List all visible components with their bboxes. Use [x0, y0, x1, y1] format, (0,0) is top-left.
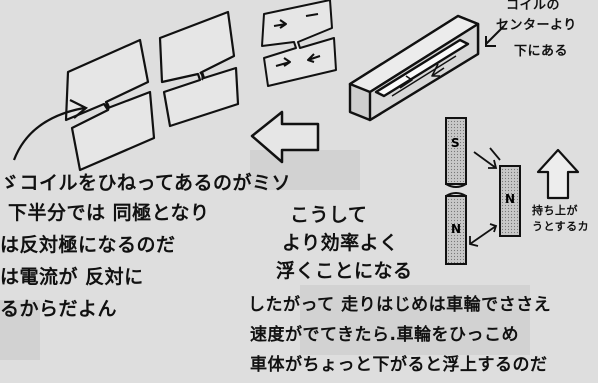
magnet-label-n-right: N [505, 192, 516, 206]
twisted-coil-3-with-current [261, 0, 337, 87]
lift-note-line-1: 持ち上が [532, 204, 578, 217]
bottom-note-line-1: したがって 走りはじめは車輪でささえ [248, 295, 552, 315]
coil-position-note-line1: コイルの [506, 0, 561, 13]
lower-magnet [445, 195, 467, 265]
explanation-line-1: ゞコイルをひねってあるのがミソ [0, 172, 291, 194]
force-arrows [469, 147, 501, 247]
magnet-assembly [445, 117, 521, 265]
right-magnet [499, 165, 521, 237]
explanation-line-4: は電流が 反対に [0, 266, 144, 288]
center-note-line-2: より効率よく [282, 232, 399, 254]
pointer-arrow-icon [485, 25, 505, 47]
curved-pointer-arrow-icon [12, 99, 88, 161]
upper-magnet [445, 117, 467, 185]
explanation-line-5: るからだよん [0, 298, 118, 320]
coil-position-note-line3: 下にある [514, 44, 569, 59]
explanation-line-3: は反対極になるのだ [0, 234, 176, 256]
bottom-note-line-2: 速度がでてきたら.車輪をひっこめ [250, 325, 519, 345]
center-note-line-3: 浮くことになる [276, 260, 413, 282]
center-note-line-1: こうして [290, 204, 368, 226]
magnet-label-s: S [451, 136, 460, 150]
left-arrow-icon [250, 110, 320, 164]
background-bleed [0, 150, 530, 360]
up-arrow-icon [536, 148, 580, 200]
twisted-coil-2 [158, 10, 240, 128]
magnet-label-n-lower: N [451, 222, 462, 236]
coil-position-note-line2: センターより [496, 18, 577, 33]
explanation-line-2: 下半分では 同極となり [8, 202, 210, 224]
lift-note-line-2: うとするカ [532, 220, 590, 233]
bottom-note-line-3: 車体がちょっと下がると浮上するのだ [250, 355, 548, 375]
rectangular-coil [348, 14, 480, 122]
twisted-coil-1 [64, 38, 156, 172]
